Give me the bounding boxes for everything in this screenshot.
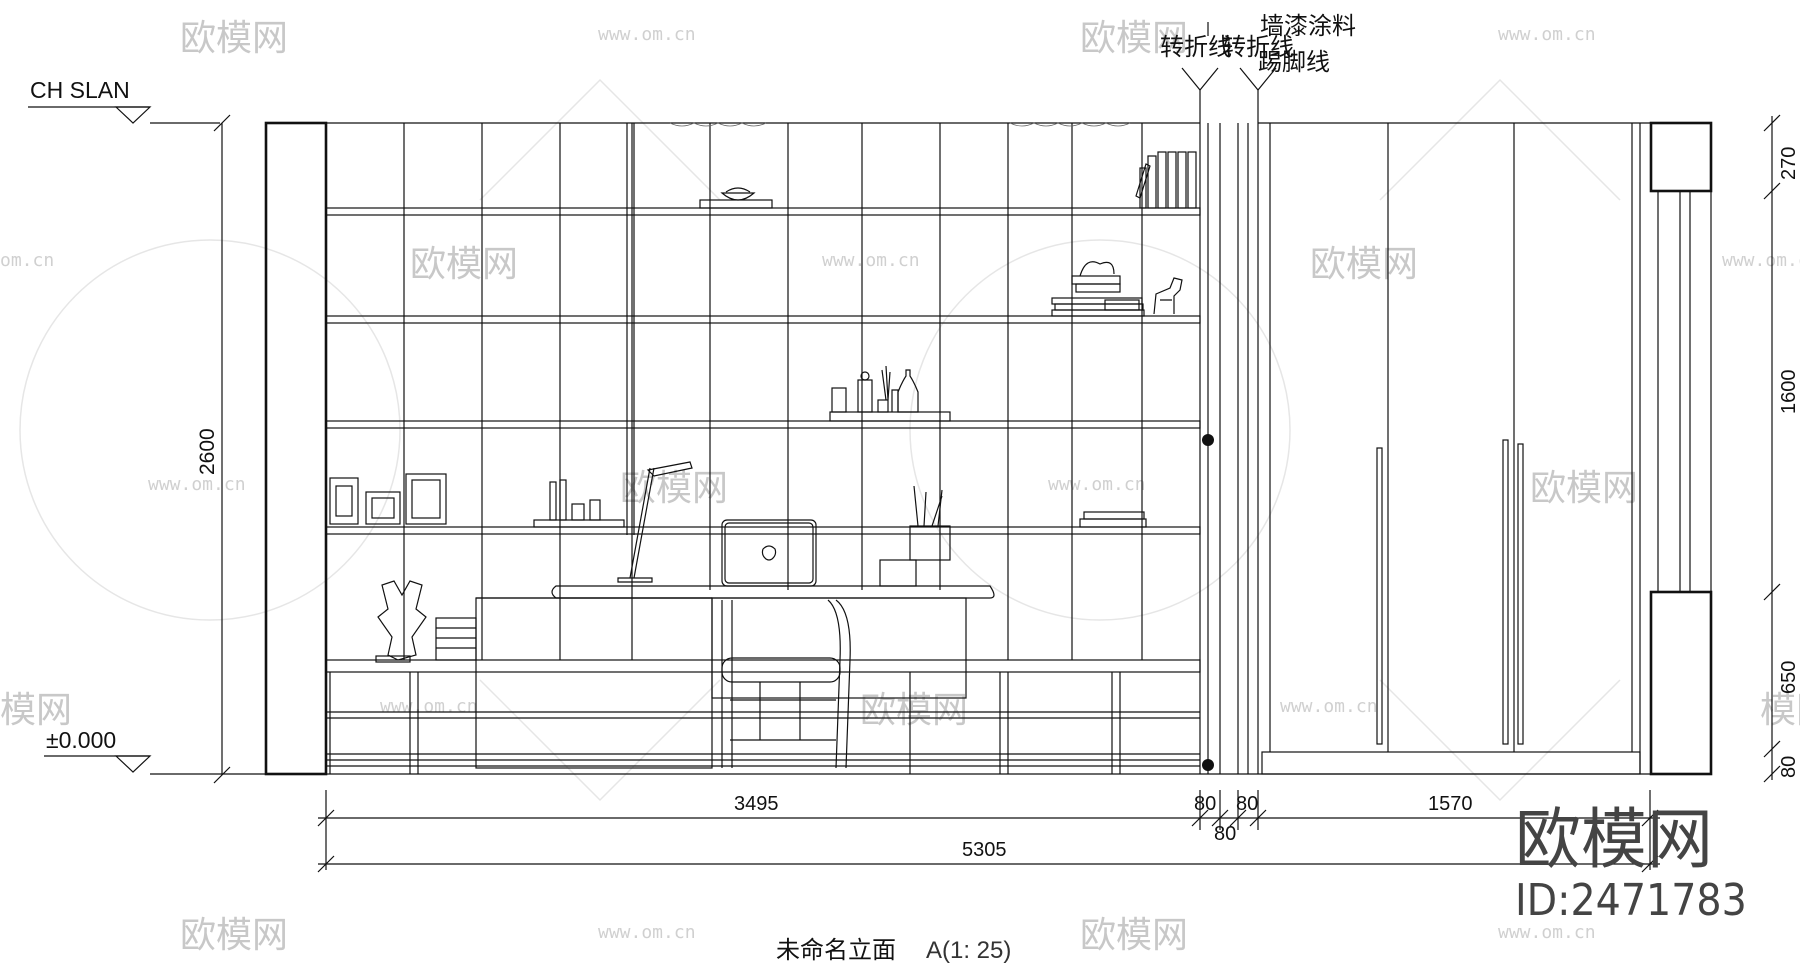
dimension-label: 80: [1214, 823, 1236, 845]
dimension-bottom: 3495 80 80 80 1570 5305: [317, 790, 1660, 873]
chair: [721, 599, 851, 769]
dimension-label: 3495: [734, 793, 779, 815]
watermark-url: om.cn: [0, 250, 54, 271]
dimension-label: 650: [1778, 661, 1800, 694]
fold-panel: [1199, 123, 1259, 774]
left-column: [264, 121, 328, 776]
watermark: 欧模网: [410, 244, 518, 285]
dimension-right: 270 1600 650 80: [1763, 114, 1800, 783]
watermark-url: www.om.cn: [1722, 250, 1800, 271]
callout-wall-paint: 墙漆涂料: [1260, 13, 1356, 40]
dimension-label: 270: [1778, 147, 1800, 180]
watermark-url: www.om.cn: [598, 922, 696, 943]
level-marker-floor: ±0.000: [44, 727, 152, 773]
callout-dot: [1202, 759, 1214, 771]
watermark-url: www.om.cn: [822, 250, 920, 271]
watermark-url: www.om.cn: [380, 696, 478, 717]
level-marker-ceiling: CH SLAN: [28, 77, 220, 124]
brand-block: 欧模网 ID:2471783: [1515, 802, 1747, 926]
wardrobe: [1258, 122, 1650, 775]
watermark: 欧模网: [1530, 468, 1638, 509]
dimension-label: 80: [1194, 793, 1216, 815]
watermark-url: www.om.cn: [148, 474, 246, 495]
brand-id: ID:2471783: [1515, 875, 1747, 926]
dimension-label: 80: [1236, 793, 1258, 815]
dimension-height-left: 2600: [196, 114, 231, 784]
watermark: 欧模网: [860, 690, 968, 731]
brand-logo: 欧模网: [1515, 802, 1713, 876]
desk: [435, 585, 995, 769]
dimension-label: 80: [1778, 756, 1800, 778]
watermark-url: www.om.cn: [1498, 922, 1596, 943]
callout-fold-line-2: 转折线: [1222, 34, 1294, 61]
shelf-decor: [329, 151, 1197, 663]
bookcase: [325, 122, 1201, 774]
dimension-label: 1570: [1428, 793, 1473, 815]
dimension-label: 1600: [1778, 370, 1800, 415]
callout-skirting: 踢脚线: [1258, 49, 1330, 76]
watermark-url: www.om.cn: [598, 24, 696, 45]
watermark-url: www.om.cn: [1498, 24, 1596, 45]
watermark-url: www.om.cn: [1280, 696, 1378, 717]
watermark: 欧模网: [180, 915, 288, 956]
title-name: 未命名立面: [776, 937, 896, 964]
dimension-label: 5305: [962, 839, 1007, 861]
watermark: 模网: [1760, 690, 1800, 731]
watermark-arcs: [19, 78, 1621, 802]
laptop: [721, 485, 951, 587]
dimension-label: 2600: [196, 428, 219, 475]
title-scale: A(1: 25): [926, 937, 1011, 964]
watermark: 欧模网: [1310, 244, 1418, 285]
drawing-title: 未命名立面 A(1: 25): [776, 937, 1011, 964]
callout-fold-line: 转折线: [1160, 34, 1232, 61]
right-column: [1649, 121, 1713, 776]
level-label-floor: ±0.000: [46, 727, 116, 753]
watermark: 欧模网: [180, 18, 288, 59]
watermark: 欧模网: [1080, 18, 1188, 59]
callouts: 转折线 墙漆涂料 转折线 踢脚线: [1160, 13, 1356, 123]
watermark: 欧模网: [1080, 915, 1188, 956]
callout-dot: [1202, 434, 1214, 446]
level-label-ceiling: CH SLAN: [30, 77, 130, 103]
watermark-url: www.om.cn: [1048, 474, 1146, 495]
watermark: 模网: [0, 690, 72, 731]
watermark: 欧模网: [620, 468, 728, 509]
